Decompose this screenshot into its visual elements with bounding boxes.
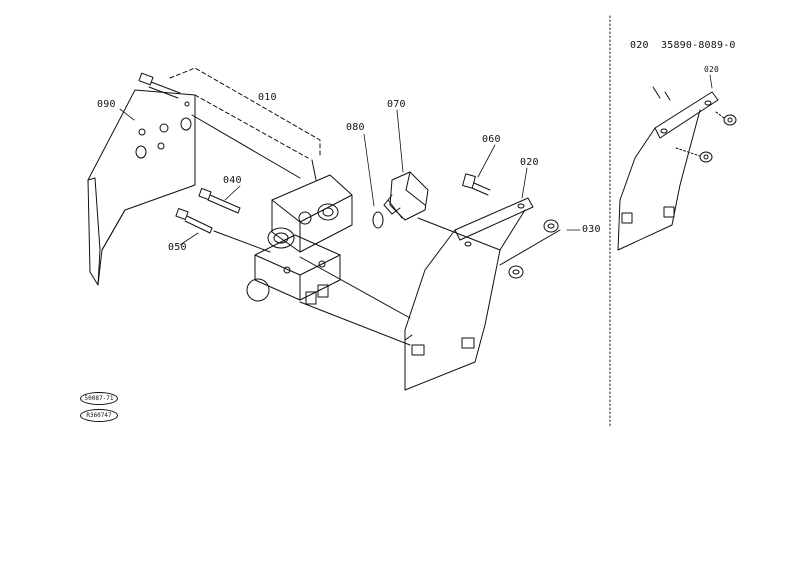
variant-callout-020: 020 bbox=[704, 65, 720, 74]
valve-body-010 bbox=[246, 174, 353, 305]
leader-010-tick bbox=[311, 159, 317, 181]
label-050: 050 bbox=[168, 242, 187, 253]
leader-lines bbox=[119, 108, 581, 246]
washer-030-upper bbox=[543, 219, 559, 233]
fitting-070 bbox=[383, 171, 429, 221]
label-020: 020 bbox=[520, 157, 539, 168]
label-080: 080 bbox=[346, 122, 365, 133]
bracket-plate-090 bbox=[87, 89, 196, 286]
reference-stamp-top: 50087-71 bbox=[80, 392, 118, 405]
o-ring-080 bbox=[372, 211, 384, 229]
label-090: 090 bbox=[97, 99, 116, 110]
label-040: 040 bbox=[223, 175, 242, 186]
leader-010-dashed bbox=[169, 67, 321, 159]
label-060: 060 bbox=[482, 134, 501, 145]
label-070: 070 bbox=[387, 99, 406, 110]
bolt-040 bbox=[198, 188, 241, 214]
bolt-060 bbox=[462, 173, 491, 196]
variant-part-number: 35890-8089-0 bbox=[661, 40, 736, 51]
bracket-020 bbox=[404, 197, 534, 391]
variant-part-code: 020 bbox=[630, 40, 649, 51]
bolt-upper-left bbox=[138, 72, 181, 99]
assembly-centerlines bbox=[191, 114, 561, 346]
washer-030-lower bbox=[508, 265, 524, 279]
label-030: 030 bbox=[582, 224, 601, 235]
variant-bracket-020 bbox=[617, 74, 737, 251]
label-010: 010 bbox=[258, 92, 277, 103]
reference-stamp-bottom: R360747 bbox=[80, 409, 118, 422]
bolt-050 bbox=[175, 208, 271, 253]
